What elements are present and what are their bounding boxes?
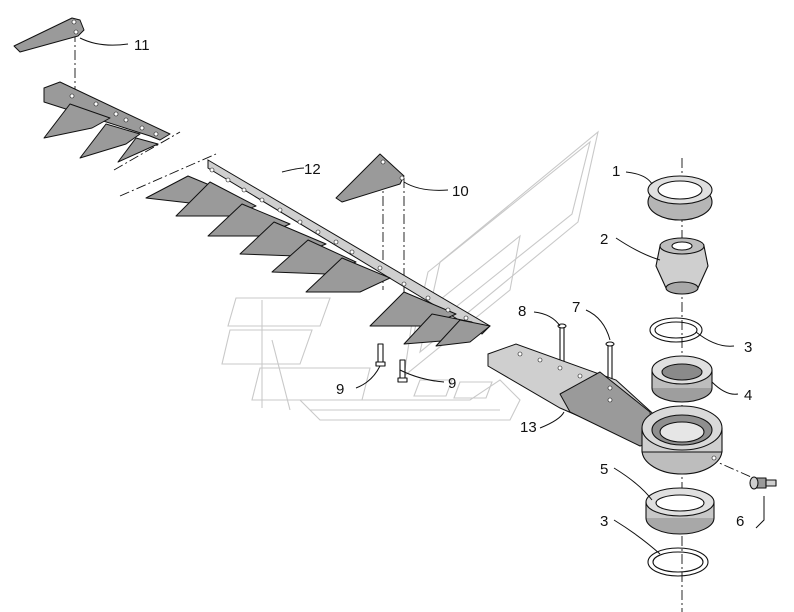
- callout-4: 4: [744, 387, 752, 404]
- lower-seal-part-5: [645, 487, 715, 535]
- callout-6: 6: [736, 513, 744, 530]
- callout-11: 11: [134, 37, 150, 54]
- callout-3-upper: 3: [744, 339, 752, 356]
- callout-8: 8: [518, 303, 526, 320]
- callout-9-right: 9: [448, 375, 456, 392]
- knife-bar-part-12: [145, 159, 491, 347]
- grease-fitting-part-6: [749, 476, 777, 490]
- guard-plate-part-11: [13, 17, 85, 53]
- callout-7: 7: [572, 299, 580, 316]
- callout-1: 1: [612, 163, 620, 180]
- callout-labels: 11 10 12 1 2 3 4 5 3 6 7 8 9 9 13: [134, 37, 752, 530]
- leader-lines: [79, 37, 765, 555]
- callout-5: 5: [600, 461, 608, 478]
- callout-10: 10: [452, 183, 469, 200]
- bolt-part-9-left: [375, 343, 386, 367]
- callout-3-lower: 3: [600, 513, 608, 530]
- bearing-part-4: [651, 355, 713, 403]
- cup-seal-part-1: [647, 175, 713, 221]
- callout-13: 13: [520, 419, 537, 436]
- snap-ring-part-3-upper: [649, 317, 703, 343]
- callout-2: 2: [600, 231, 608, 248]
- drive-arm-part-13: [487, 343, 723, 475]
- guard-plate-part-10: [335, 153, 405, 203]
- knife-section-left: [43, 81, 171, 163]
- watermark-logo: [221, 130, 599, 421]
- bushing-part-2: [655, 237, 709, 295]
- callout-12: 12: [304, 161, 321, 178]
- snap-ring-part-3-lower: [647, 547, 709, 577]
- callout-9-left: 9: [336, 381, 344, 398]
